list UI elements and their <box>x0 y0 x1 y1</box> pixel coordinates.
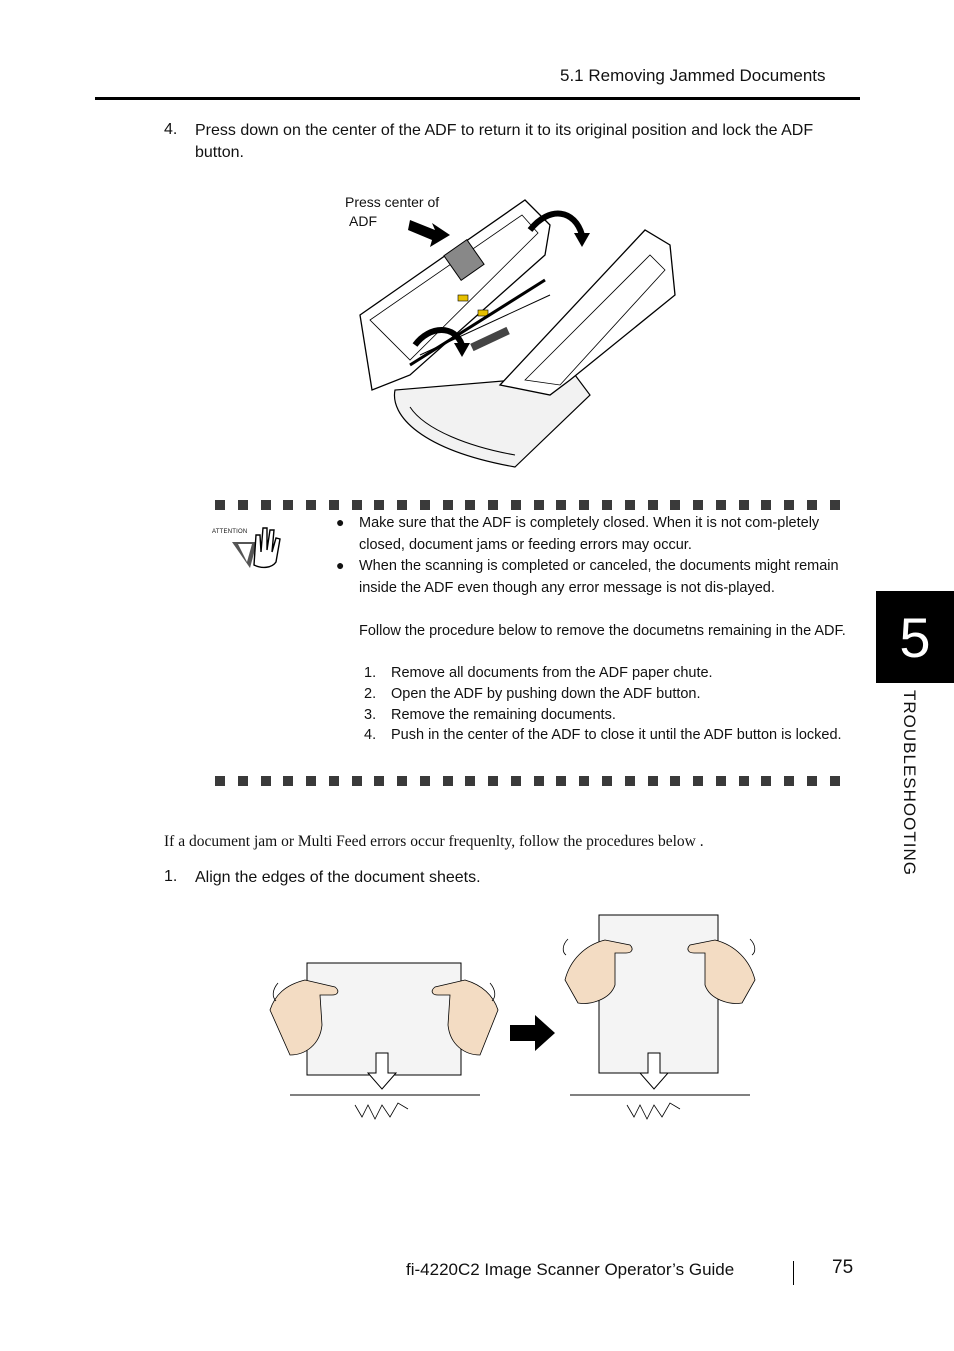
align-sheets-illustration <box>269 914 756 1120</box>
substep-text: Push in the center of the ADF to close i… <box>391 727 842 743</box>
attention-icon: ATTENTION <box>212 520 292 570</box>
attention-bullet-2-follow: Follow the procedure below to remove the… <box>359 623 846 639</box>
scanner-adf-illustration <box>359 199 676 468</box>
step-text: Align the edges of the document sheets. <box>195 869 481 886</box>
attention-icon-label: ATTENTION <box>212 529 248 535</box>
attention-top-border <box>215 500 840 510</box>
section-title: 5.1 Removing Jammed Documents <box>560 66 826 85</box>
step-text: Press down on the center of the ADF to r… <box>195 122 814 161</box>
figure-callout: Press center of ADF <box>345 193 439 231</box>
substep-text: Open the ADF by pushing down the ADF but… <box>391 686 701 702</box>
intro-paragraph: If a document jam or Multi Feed errors o… <box>164 833 704 850</box>
chapter-label: TROUBLESHOOTING <box>893 690 919 920</box>
substep-number: 2. <box>364 686 377 702</box>
chapter-tab: 5 <box>876 591 954 683</box>
footer-separator <box>793 1261 794 1285</box>
bullet-marker: ● <box>336 514 345 530</box>
attention-bottom-border <box>215 776 840 786</box>
chapter-label-text: TROUBLESHOOTING <box>900 690 919 876</box>
header-rule <box>95 97 860 100</box>
substep-number: 4. <box>364 727 377 743</box>
attention-bullet-1: Make sure that the ADF is completely clo… <box>359 515 820 553</box>
page-number: 75 <box>832 1257 854 1278</box>
step-number: 4. <box>164 121 178 138</box>
substep-number: 3. <box>364 707 377 723</box>
bullet-marker: ● <box>336 557 345 573</box>
callout-line-1: Press center of <box>345 194 440 210</box>
substep-number: 1. <box>364 665 377 681</box>
guide-title: fi-4220C2 Image Scanner Operator’s Guide <box>406 1260 735 1279</box>
substep-text: Remove the remaining documents. <box>391 707 616 723</box>
step-number: 1. <box>164 868 178 885</box>
attention-bullet-2: When the scanning is completed or cancel… <box>359 558 839 596</box>
callout-line-2: ADF <box>349 213 377 229</box>
substep-text: Remove all documents from the ADF paper … <box>391 665 713 681</box>
